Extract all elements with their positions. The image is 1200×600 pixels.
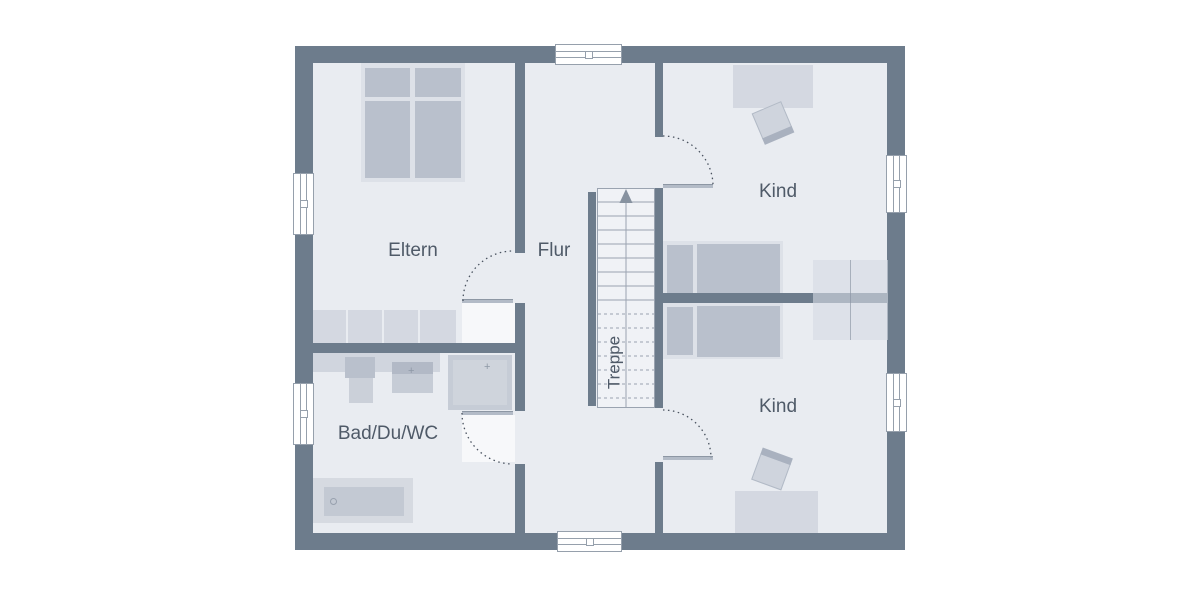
wardrobe-cell [312,310,346,343]
wall-segment [655,63,663,137]
wardrobe-cell [384,310,418,343]
wall-segment [655,462,663,533]
bed-mattress [697,306,780,357]
bed-mattress [365,101,410,178]
wall-segment [515,63,525,253]
outer-wall-right [887,46,905,550]
window [293,173,314,235]
bed-pillow [365,68,410,97]
window-handle [585,537,594,546]
window [886,373,907,432]
wc-cistern [392,362,433,374]
bed-pillow [667,245,693,293]
desk [813,260,888,340]
room-label-eltern: Eltern [388,240,438,261]
wall-segment [515,353,525,411]
window-handle [892,180,901,188]
room-label-treppe: Treppe [604,335,624,390]
door-leaf [663,456,713,460]
window-handle [299,410,308,418]
wall-segment [515,303,525,353]
wall-segment [655,188,663,408]
shower-tray [453,360,507,405]
wall-segment [295,343,525,353]
door-leaf [462,411,513,415]
outer-wall-left [295,46,313,550]
window-handle [299,200,308,208]
window [557,531,622,552]
door-leaf [663,184,713,188]
faucet-icon: + [408,365,415,377]
door-leaf [462,299,513,303]
window-handle [892,398,901,407]
desk-divider [850,260,851,340]
dresser [733,65,813,108]
wardrobe-cell [420,310,456,343]
stair-parapet [588,192,596,406]
window [886,155,907,213]
wall-segment [515,464,525,533]
room-label-kind-top: Kind [758,181,798,202]
bed-mattress [415,101,461,178]
faucet-icon: + [484,361,491,373]
wardrobe-cell [348,310,382,343]
bathtub-basin [324,487,404,516]
bed-mattress [697,244,780,295]
room-label-flur: Flur [537,240,571,261]
room-label-kind-bottom: Kind [758,396,798,417]
washbasin-pedestal [349,378,373,403]
washbasin [345,357,375,378]
desk [735,491,818,533]
door-clearance [462,303,515,343]
door-clearance [462,415,515,462]
window [555,44,622,65]
drain-icon [330,498,337,505]
bed-pillow [667,307,693,355]
window [293,383,314,445]
room-label-bad: Bad/Du/WC [337,423,439,444]
bed-pillow [415,68,461,97]
wall-segment [663,293,888,303]
window-handle [584,50,593,59]
